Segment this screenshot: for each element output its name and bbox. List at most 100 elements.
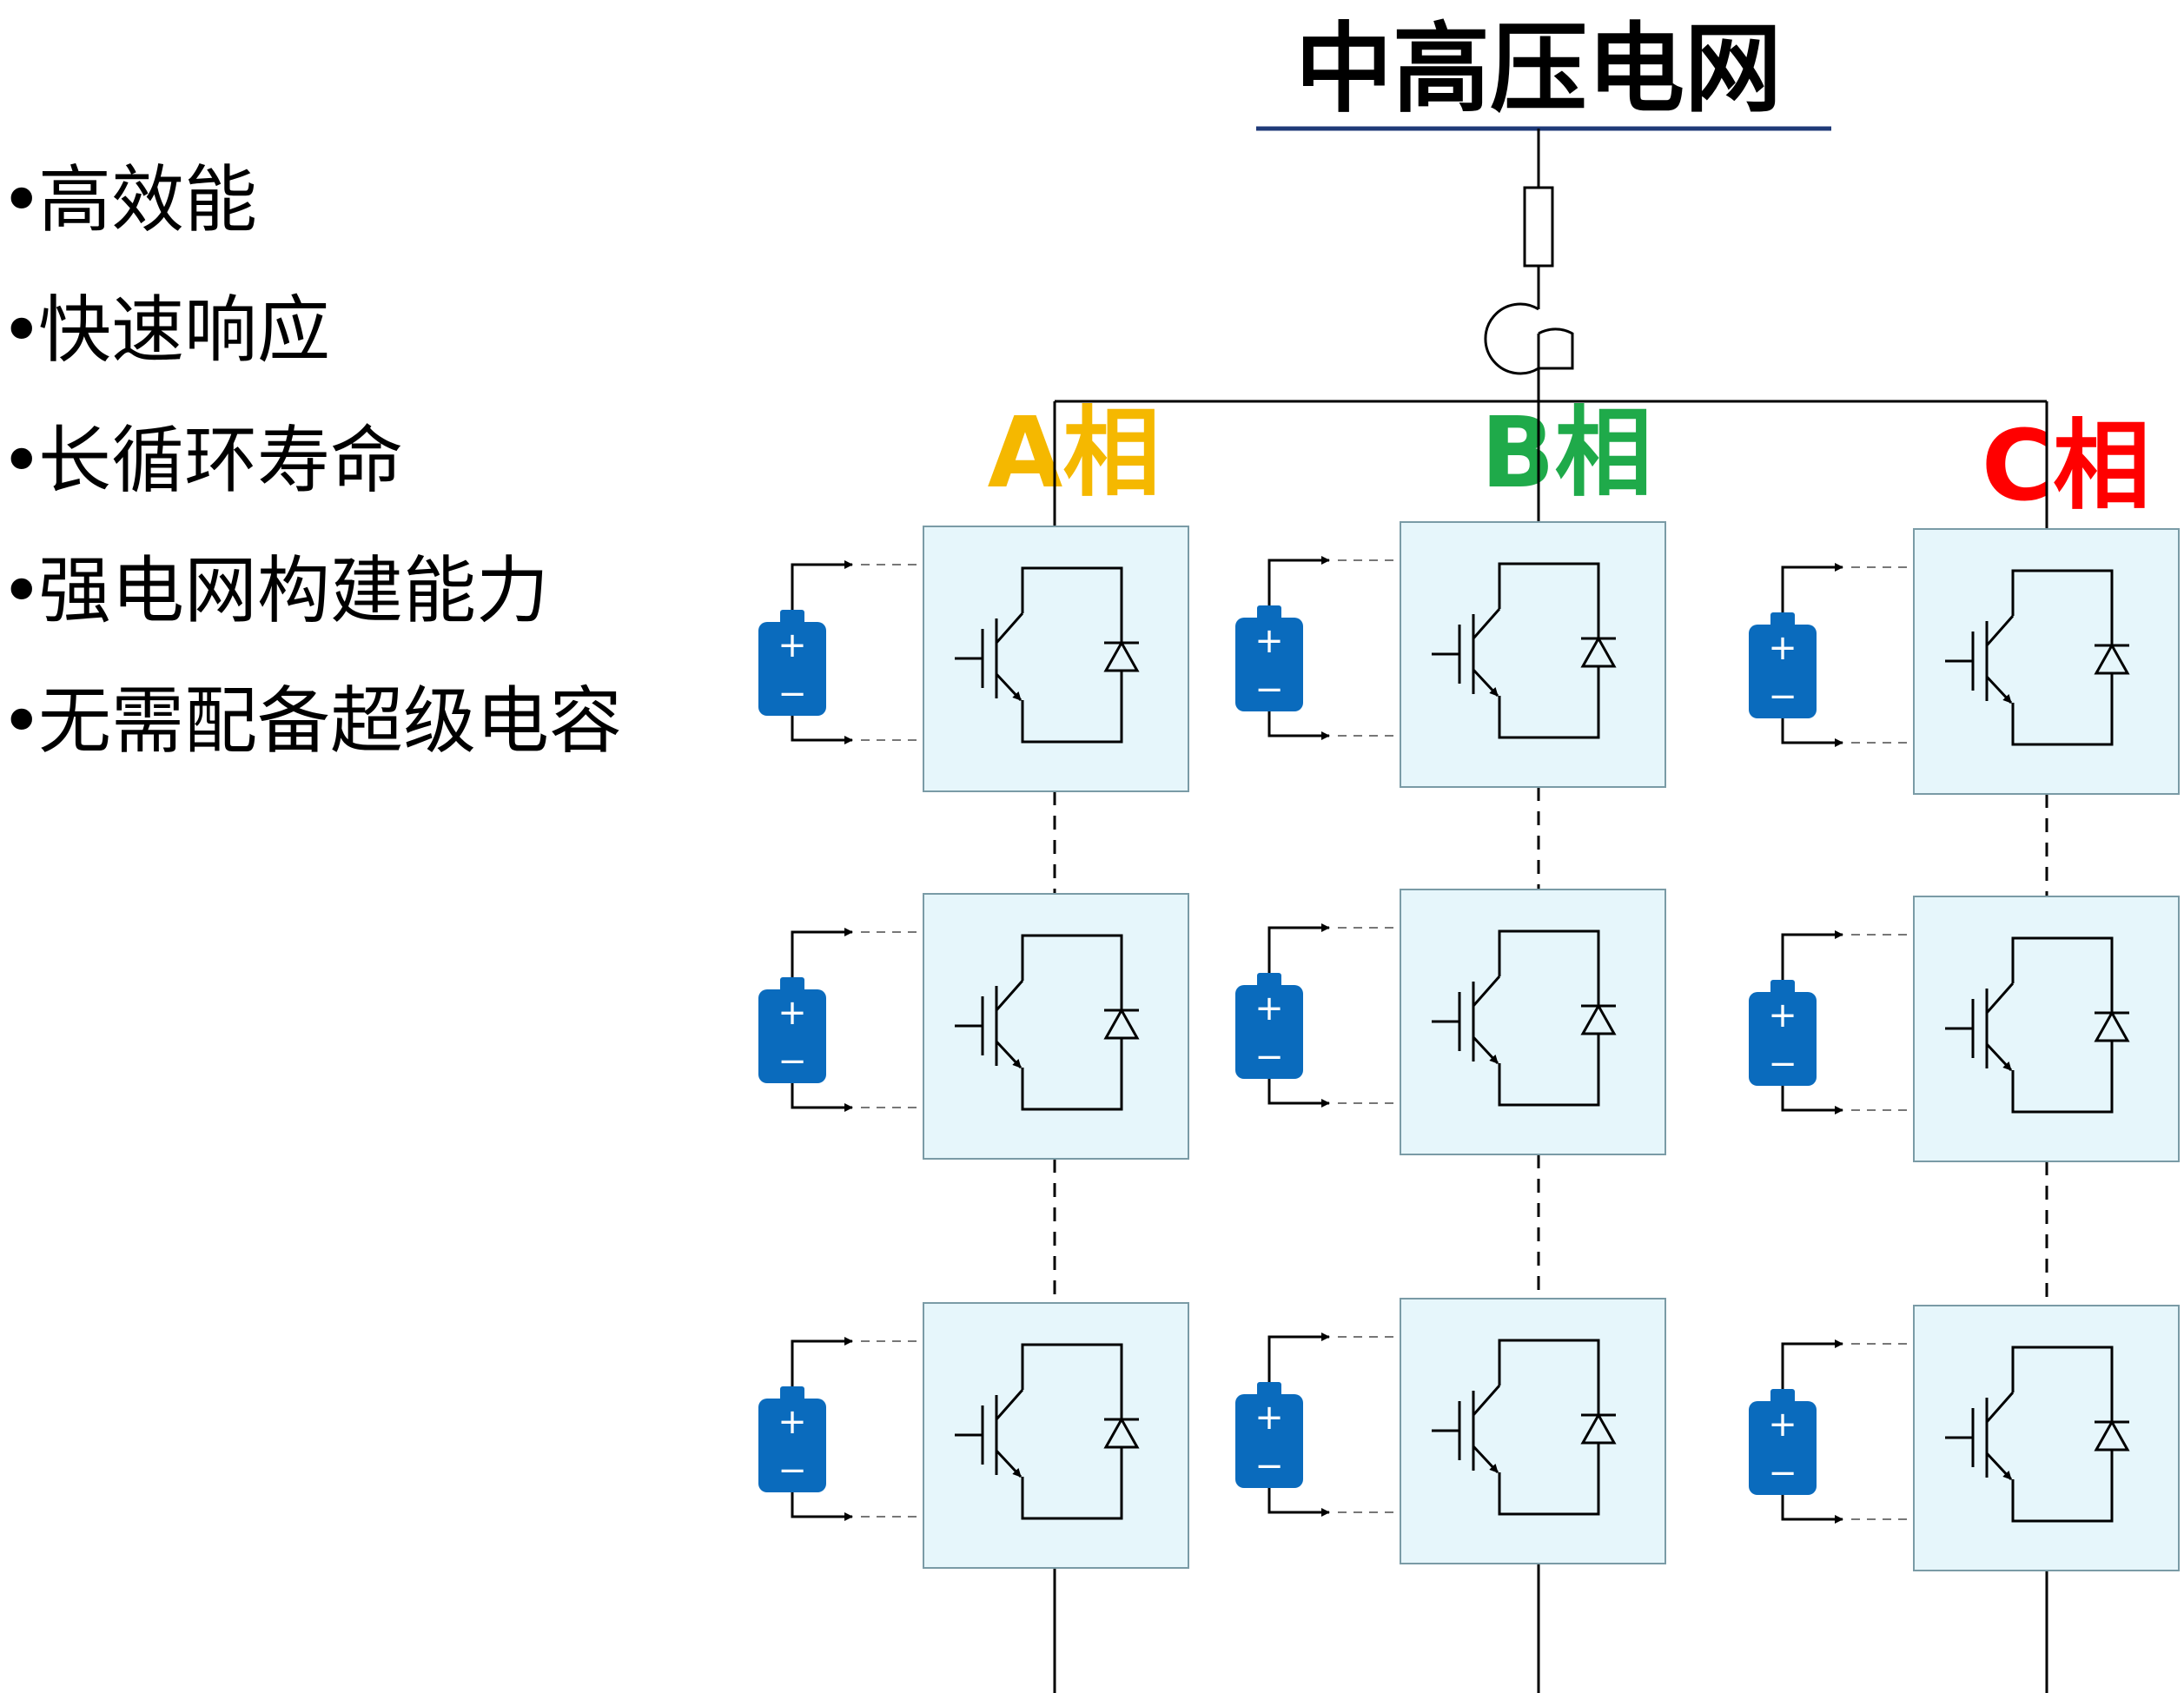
battery-minus: − (778, 1451, 807, 1491)
diode-icon (1580, 635, 1617, 668)
fuse-icon (1523, 186, 1554, 268)
igbt-emitter-arrow (1472, 1445, 1499, 1474)
battery-lead-positive (791, 928, 853, 977)
battery-lead-positive (791, 1337, 853, 1386)
battery-minus: − (1768, 1453, 1797, 1493)
feature-text: 无需配备超级电容 (38, 678, 623, 764)
battery-terminal (1770, 980, 1795, 995)
igbt-collector (1985, 615, 2015, 646)
battery-lead-negative (791, 716, 853, 744)
phase-label-b: B相 (1480, 397, 1651, 510)
bullet: • (0, 418, 43, 503)
battery-plus: + (1254, 1398, 1284, 1438)
battery-icon (1749, 1401, 1817, 1495)
igbt-emitter-arrow (1472, 668, 1499, 698)
submodule: +− (1749, 528, 2180, 795)
feature-text: 强电网构建能力 (38, 548, 550, 633)
submodule: +− (1749, 1305, 2180, 1571)
battery-minus: − (1254, 1446, 1284, 1486)
igbt-collector (995, 1389, 1024, 1420)
igbt-collector (1985, 982, 2015, 1014)
igbt-emitter-arrow (995, 672, 1023, 702)
battery-icon (758, 1399, 826, 1492)
battery-icon (758, 622, 826, 716)
submodule: +− (758, 526, 1189, 792)
battery-terminal (1257, 1382, 1281, 1398)
battery-icon (1749, 625, 1817, 718)
diode-icon (1580, 1002, 1617, 1035)
phase-label-a: A相 (988, 397, 1161, 510)
diode-icon (1103, 1007, 1140, 1040)
module-grid: +−+−+−+−+−+−+−+−+− (758, 401, 2180, 1693)
battery-lead-negative (1781, 718, 1843, 747)
bullet: • (0, 678, 43, 764)
battery-plus: + (1768, 628, 1797, 668)
igbt-collector (1985, 1392, 2015, 1423)
battery-plus: + (778, 993, 807, 1033)
transformer-icon (1484, 302, 1574, 375)
diode-icon (1103, 1416, 1140, 1449)
phase-label-c: C相 (1982, 410, 2150, 523)
igbt-emitter-arrow (1985, 1452, 2013, 1481)
battery-lead-positive (1781, 563, 1843, 612)
battery-lead-positive (1781, 1339, 1843, 1389)
igbt-collector (995, 980, 1024, 1011)
battery-lead-negative (1781, 1495, 1843, 1524)
diode-icon (2094, 1009, 2130, 1042)
battery-icon (1749, 992, 1817, 1086)
battery-lead-positive (1781, 930, 1843, 980)
battery-plus: + (778, 625, 807, 665)
feature-text: 长循环寿命 (38, 418, 404, 503)
battery-icon (758, 989, 826, 1083)
bullet: • (0, 288, 43, 373)
battery-plus: + (1254, 989, 1284, 1028)
battery-lead-positive (1267, 923, 1330, 973)
battery-plus: + (1254, 621, 1284, 661)
battery-plus: + (778, 1402, 807, 1442)
diode-icon (1103, 639, 1140, 672)
diode-icon (1580, 1412, 1617, 1445)
igbt-collector (1472, 608, 1501, 639)
battery-minus: − (1768, 677, 1797, 717)
submodule: +− (758, 1302, 1189, 1569)
battery-minus: − (1768, 1044, 1797, 1084)
igbt-emitter-arrow (1985, 675, 2013, 704)
battery-terminal (1770, 612, 1795, 628)
feature-item: •长循环寿命 (0, 417, 403, 504)
battery-minus: − (1254, 1037, 1284, 1077)
battery-plus: + (1768, 995, 1797, 1035)
feature-text: 快速响应 (38, 288, 331, 373)
battery-icon (1235, 618, 1303, 711)
igbt-emitter-arrow (1472, 1035, 1499, 1065)
feature-item: •无需配备超级电容 (0, 678, 622, 764)
battery-lead-negative (1267, 1079, 1330, 1108)
submodule: +− (758, 893, 1189, 1160)
battery-lead-negative (791, 1492, 853, 1521)
battery-lead-negative (1781, 1086, 1843, 1114)
battery-terminal (780, 610, 804, 625)
battery-minus: − (778, 1042, 807, 1081)
battery-lead-positive (1267, 1333, 1330, 1382)
submodule: +− (1749, 896, 2180, 1162)
battery-lead-positive (791, 560, 853, 610)
battery-terminal (780, 1386, 804, 1402)
battery-terminal (1770, 1389, 1795, 1405)
feature-item: •高效能 (0, 156, 257, 243)
feature-text: 高效能 (38, 157, 258, 242)
igbt-emitter-arrow (995, 1040, 1023, 1069)
submodule: +− (1235, 521, 1666, 788)
diode-icon (2094, 642, 2130, 675)
bullet: • (0, 157, 43, 242)
grid-title: 中高压电网 (1295, 13, 1782, 126)
submodule: +− (1235, 1298, 1666, 1564)
battery-terminal (1257, 973, 1281, 989)
igbt-collector (995, 612, 1024, 644)
feature-item: •快速响应 (0, 287, 330, 374)
battery-icon (1235, 985, 1303, 1079)
battery-minus: − (778, 674, 807, 714)
battery-lead-negative (1267, 1488, 1330, 1517)
igbt-collector (1472, 1385, 1501, 1416)
bullet: • (0, 548, 43, 633)
feature-item: •强电网构建能力 (0, 547, 549, 634)
